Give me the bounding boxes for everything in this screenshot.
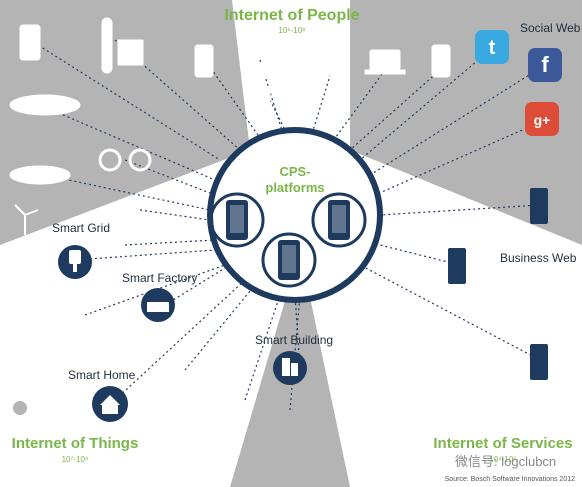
server-icon (226, 200, 248, 240)
phone-icon (329, 44, 349, 78)
plug-icon (58, 245, 92, 279)
source-note: Source: Bosch Software Innovations 2012 (445, 476, 575, 483)
internet-of-things-range: 10⁷-10⁹ (62, 455, 89, 464)
google-plus-icon: g+ (525, 102, 559, 136)
internet-of-services-title: Internet of Services (433, 435, 572, 452)
cps-platforms-hub: CPS- platforms (207, 127, 383, 303)
svg-text:t: t (489, 37, 496, 59)
phone-icon (19, 24, 41, 61)
door-icon (222, 368, 244, 408)
internet-of-services-range: 10⁴-10⁶ (489, 455, 516, 464)
internet-of-people-range: 10⁶-10⁸ (278, 26, 305, 35)
medical-box-icon (117, 39, 144, 66)
wind-turbine-icon (14, 204, 39, 235)
home-icon (92, 386, 128, 422)
smart-factory-label: Smart Factory (122, 271, 197, 285)
twitter-icon: t (475, 30, 509, 64)
washing-machine-icon (8, 393, 32, 419)
server-icon (328, 200, 350, 240)
svg-text:f: f (541, 52, 549, 77)
hub-title-line2: platforms (265, 180, 324, 195)
social-web-label: Social Web (520, 21, 581, 35)
business-server-icons (448, 188, 548, 380)
building-icon (273, 351, 307, 385)
group-icon (263, 48, 277, 62)
factory-icon (141, 288, 175, 322)
facebook-icon: f (528, 48, 562, 82)
internet-of-things-title: Internet of Things (12, 435, 139, 452)
laptop-icon (369, 49, 401, 71)
car-icon (9, 165, 71, 185)
hub-title-line1: CPS- (279, 164, 310, 179)
smart-home-label: Smart Home (68, 368, 136, 382)
phone-icon (431, 44, 451, 78)
bicycle-icon (98, 148, 122, 172)
smart-building-label: Smart Building (255, 333, 333, 347)
business-web-label: Business Web (500, 251, 577, 265)
server-icon (278, 240, 300, 280)
smart-grid-label: Smart Grid (52, 221, 110, 235)
phone-icon (194, 44, 214, 78)
thermometer-icon (101, 17, 113, 74)
internet-of-people-title: Internet of People (224, 7, 359, 24)
lightbulb-icon (45, 355, 55, 385)
people-device-icons (9, 17, 451, 185)
electric-car-icon (9, 94, 81, 116)
tools-icon (116, 331, 134, 349)
connector-lines (29, 39, 546, 411)
svg-text:g+: g+ (534, 112, 551, 128)
wechat-watermark: 微信号: logclubcn (455, 454, 556, 469)
battery-icon (10, 298, 37, 316)
phone-icon (251, 87, 271, 121)
alarm-icon (148, 405, 168, 417)
